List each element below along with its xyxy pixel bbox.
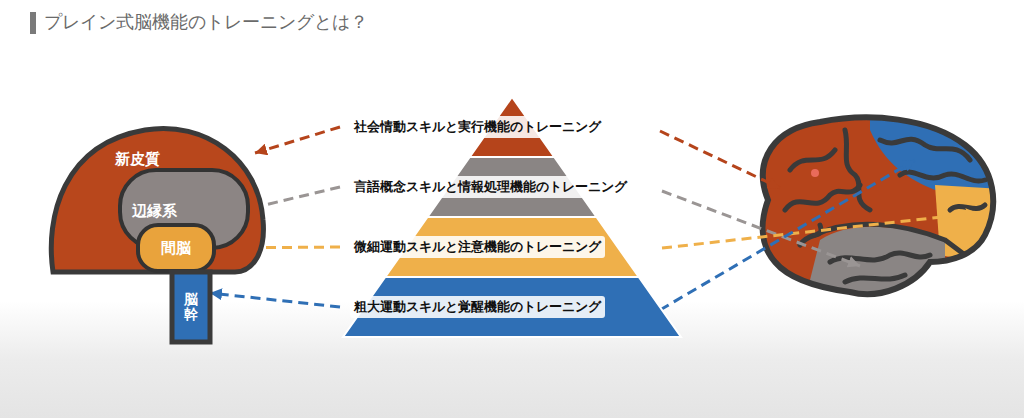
band-label: 社会情動スキルと実行機能のトレーニング — [350, 116, 605, 138]
dashed-arrow — [210, 293, 340, 307]
region-label: 辺縁系 — [132, 202, 177, 221]
pyramid-band: 社会情動スキルと実行機能のトレーニング — [340, 97, 690, 157]
neocortex-region: 新皮質辺縁系間脳 — [45, 122, 267, 277]
brainstem-region: 脳幹 — [172, 272, 210, 342]
title: プレイン式脳機能のトレーニングとは？ — [44, 10, 368, 34]
pyramid-band: 微細運動スキルと注意機能のトレーニング — [340, 217, 690, 277]
band-label: 言語概念スキルと情報処理機能のトレーニング — [350, 176, 631, 198]
pyramid-band: 粗大運動スキルと覚醒機能のトレーニング — [340, 277, 690, 337]
band-label: 微細運動スキルと注意機能のトレーニング — [350, 236, 605, 258]
pyramid-band: 言語概念スキルと情報処理機能のトレーニング — [340, 157, 690, 217]
region-label: 間脳 — [161, 239, 191, 258]
region-label: 新皮質 — [115, 150, 160, 169]
band-label: 粗大運動スキルと覚醒機能のトレーニング — [350, 296, 605, 318]
limbic-region: 辺縁系間脳 — [120, 170, 248, 248]
diencephalon-region: 間脳 — [138, 225, 214, 271]
dashed-arrow — [255, 127, 340, 153]
region-label: 脳幹 — [184, 292, 198, 323]
title-bar — [30, 12, 36, 34]
